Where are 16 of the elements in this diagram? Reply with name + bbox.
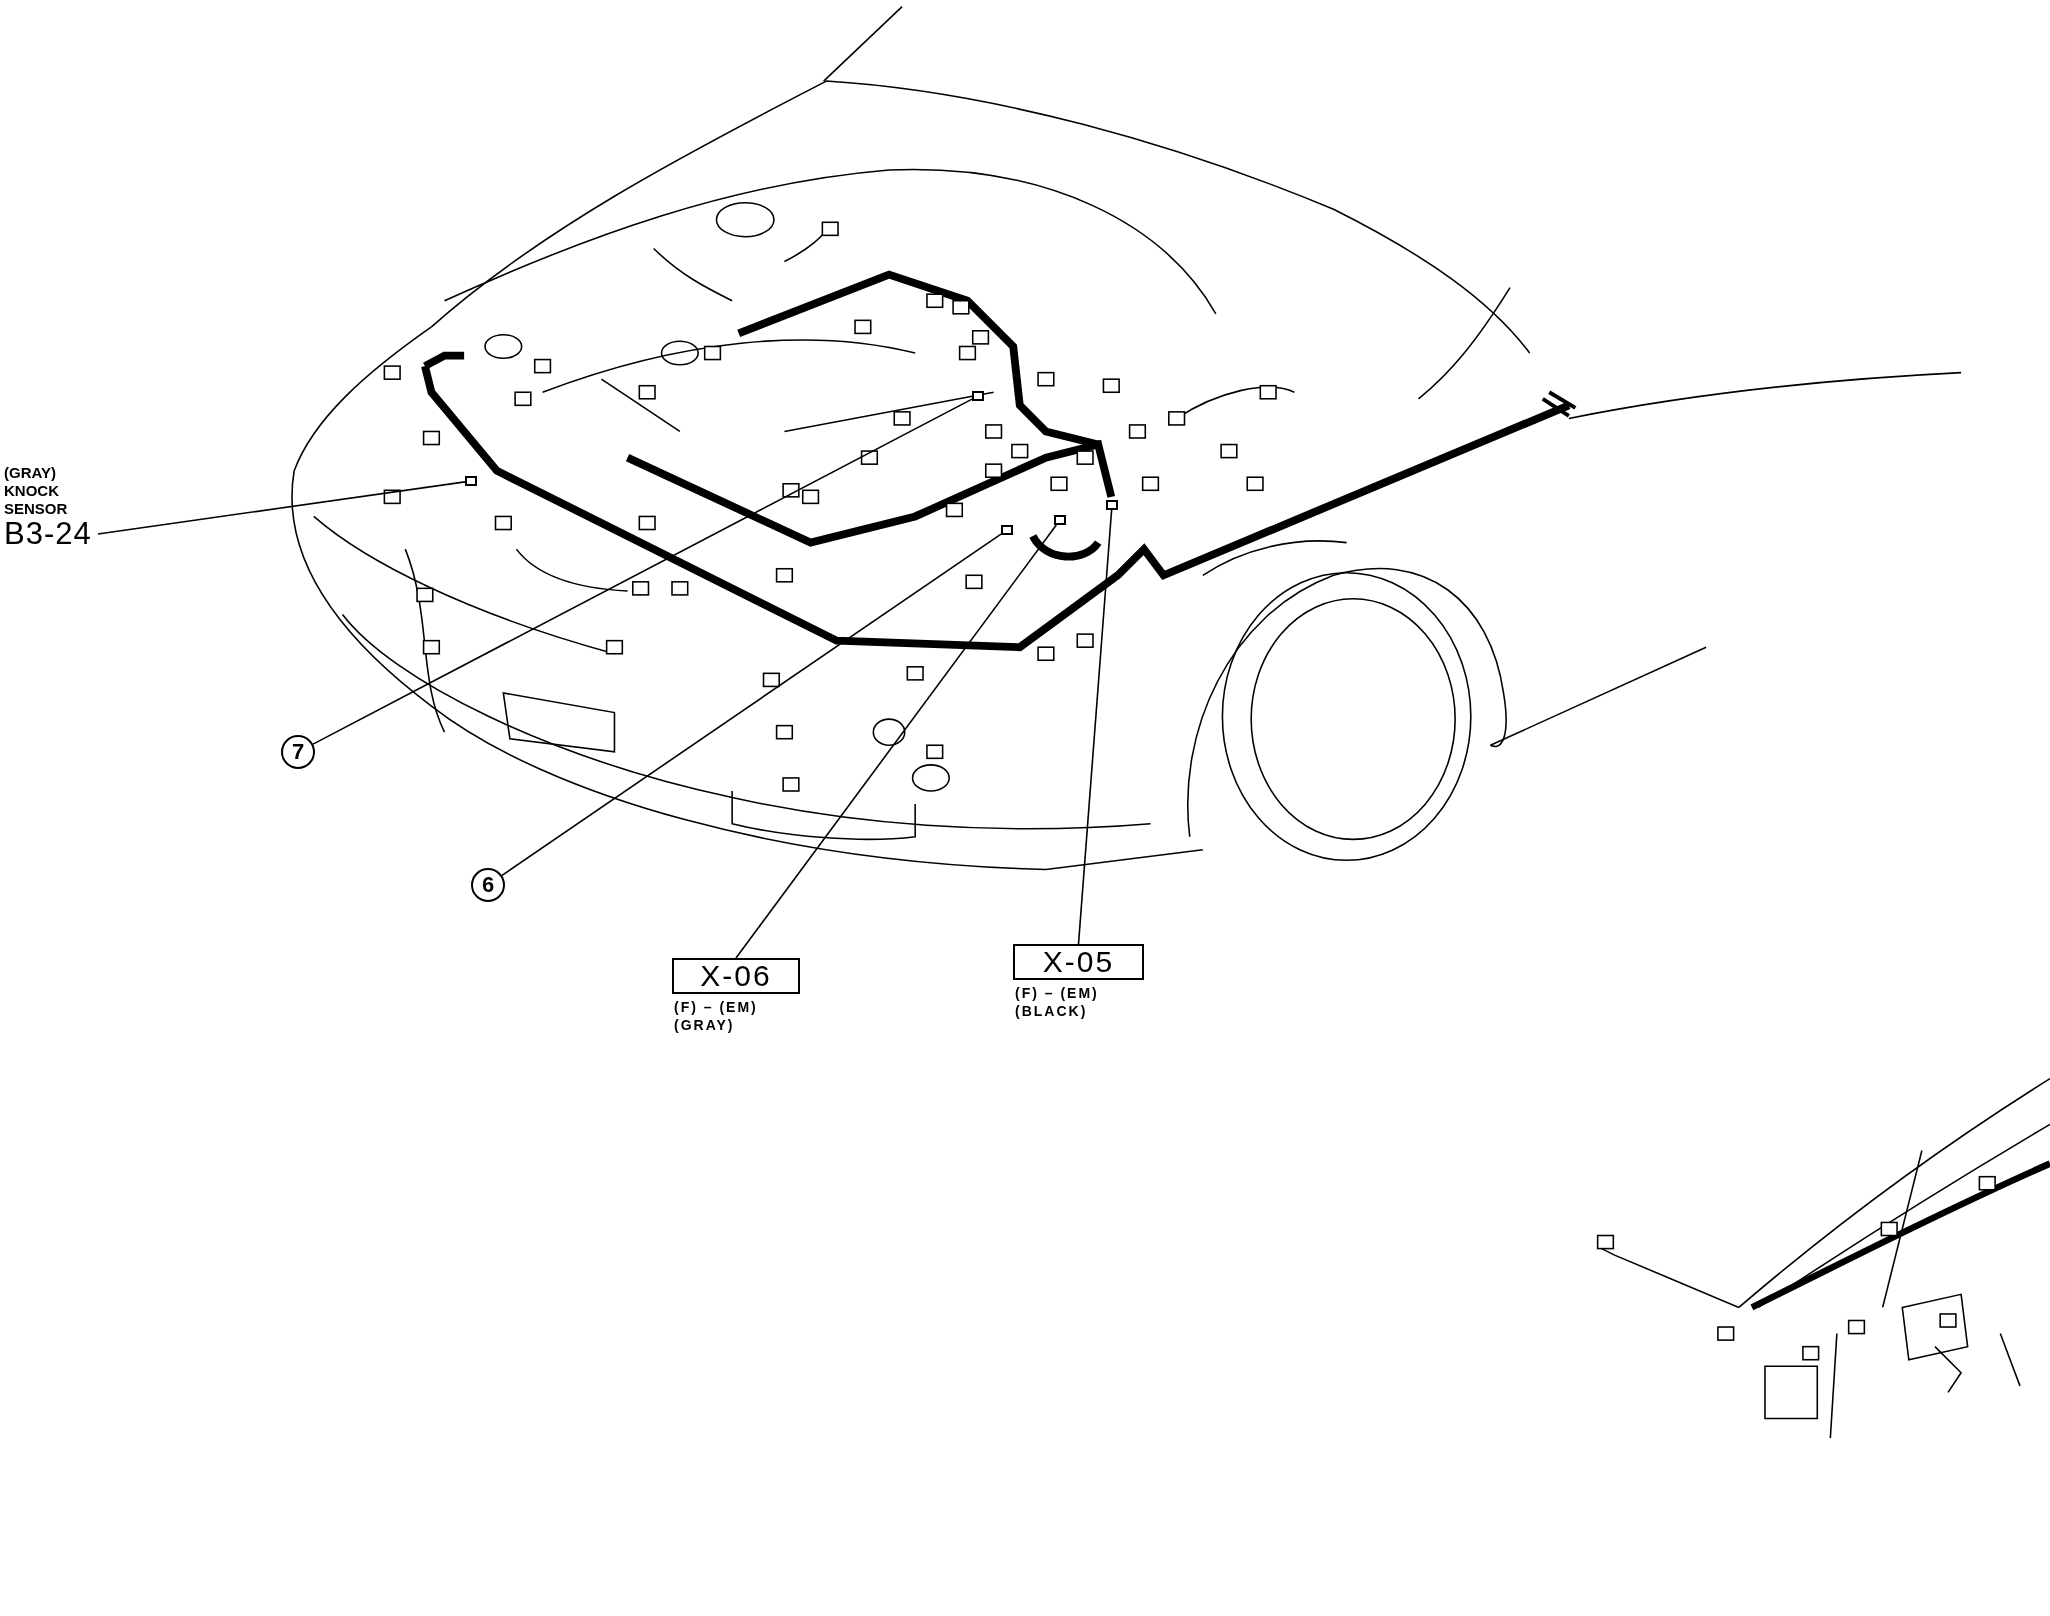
leader-line <box>735 524 1058 959</box>
connector-symbol <box>465 476 477 486</box>
connector-symbol <box>972 391 984 401</box>
leader-line <box>1077 509 1113 945</box>
connector-code: B3-24 <box>4 518 92 550</box>
leader-line <box>97 481 466 535</box>
connector-symbol <box>1054 515 1066 525</box>
leader-line <box>312 398 973 745</box>
connector-note: (F) – (EM) (BLACK) <box>1015 984 1100 1020</box>
leader-line <box>501 533 1002 877</box>
connector-symbol <box>1106 500 1118 510</box>
callout-number: 7 <box>281 735 315 769</box>
connector-symbol <box>1001 525 1013 535</box>
part-label: (GRAY) KNOCK SENSOR <box>4 464 69 518</box>
connector-note: (F) – (EM) (GRAY) <box>674 998 759 1034</box>
callout-number: 6 <box>471 868 505 902</box>
